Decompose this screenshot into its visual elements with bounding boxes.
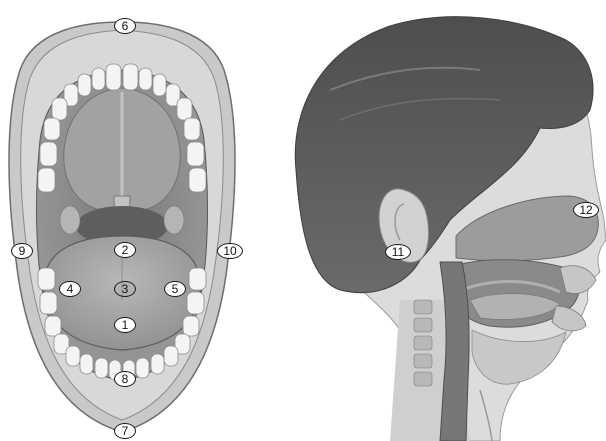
- head-cross-section-illustration: [295, 17, 606, 441]
- marker-7: 7: [114, 423, 136, 439]
- marker-5: 5: [164, 281, 186, 297]
- marker-10: 10: [217, 243, 243, 259]
- marker-8: 8: [114, 371, 136, 387]
- marker-2: 2: [114, 242, 136, 258]
- marker-12: 12: [573, 202, 599, 218]
- marker-11: 11: [385, 244, 411, 260]
- marker-3: 3: [114, 281, 136, 297]
- marker-4: 4: [59, 281, 81, 297]
- marker-1: 1: [114, 317, 136, 333]
- marker-6: 6: [114, 18, 136, 34]
- marker-9: 9: [11, 243, 33, 259]
